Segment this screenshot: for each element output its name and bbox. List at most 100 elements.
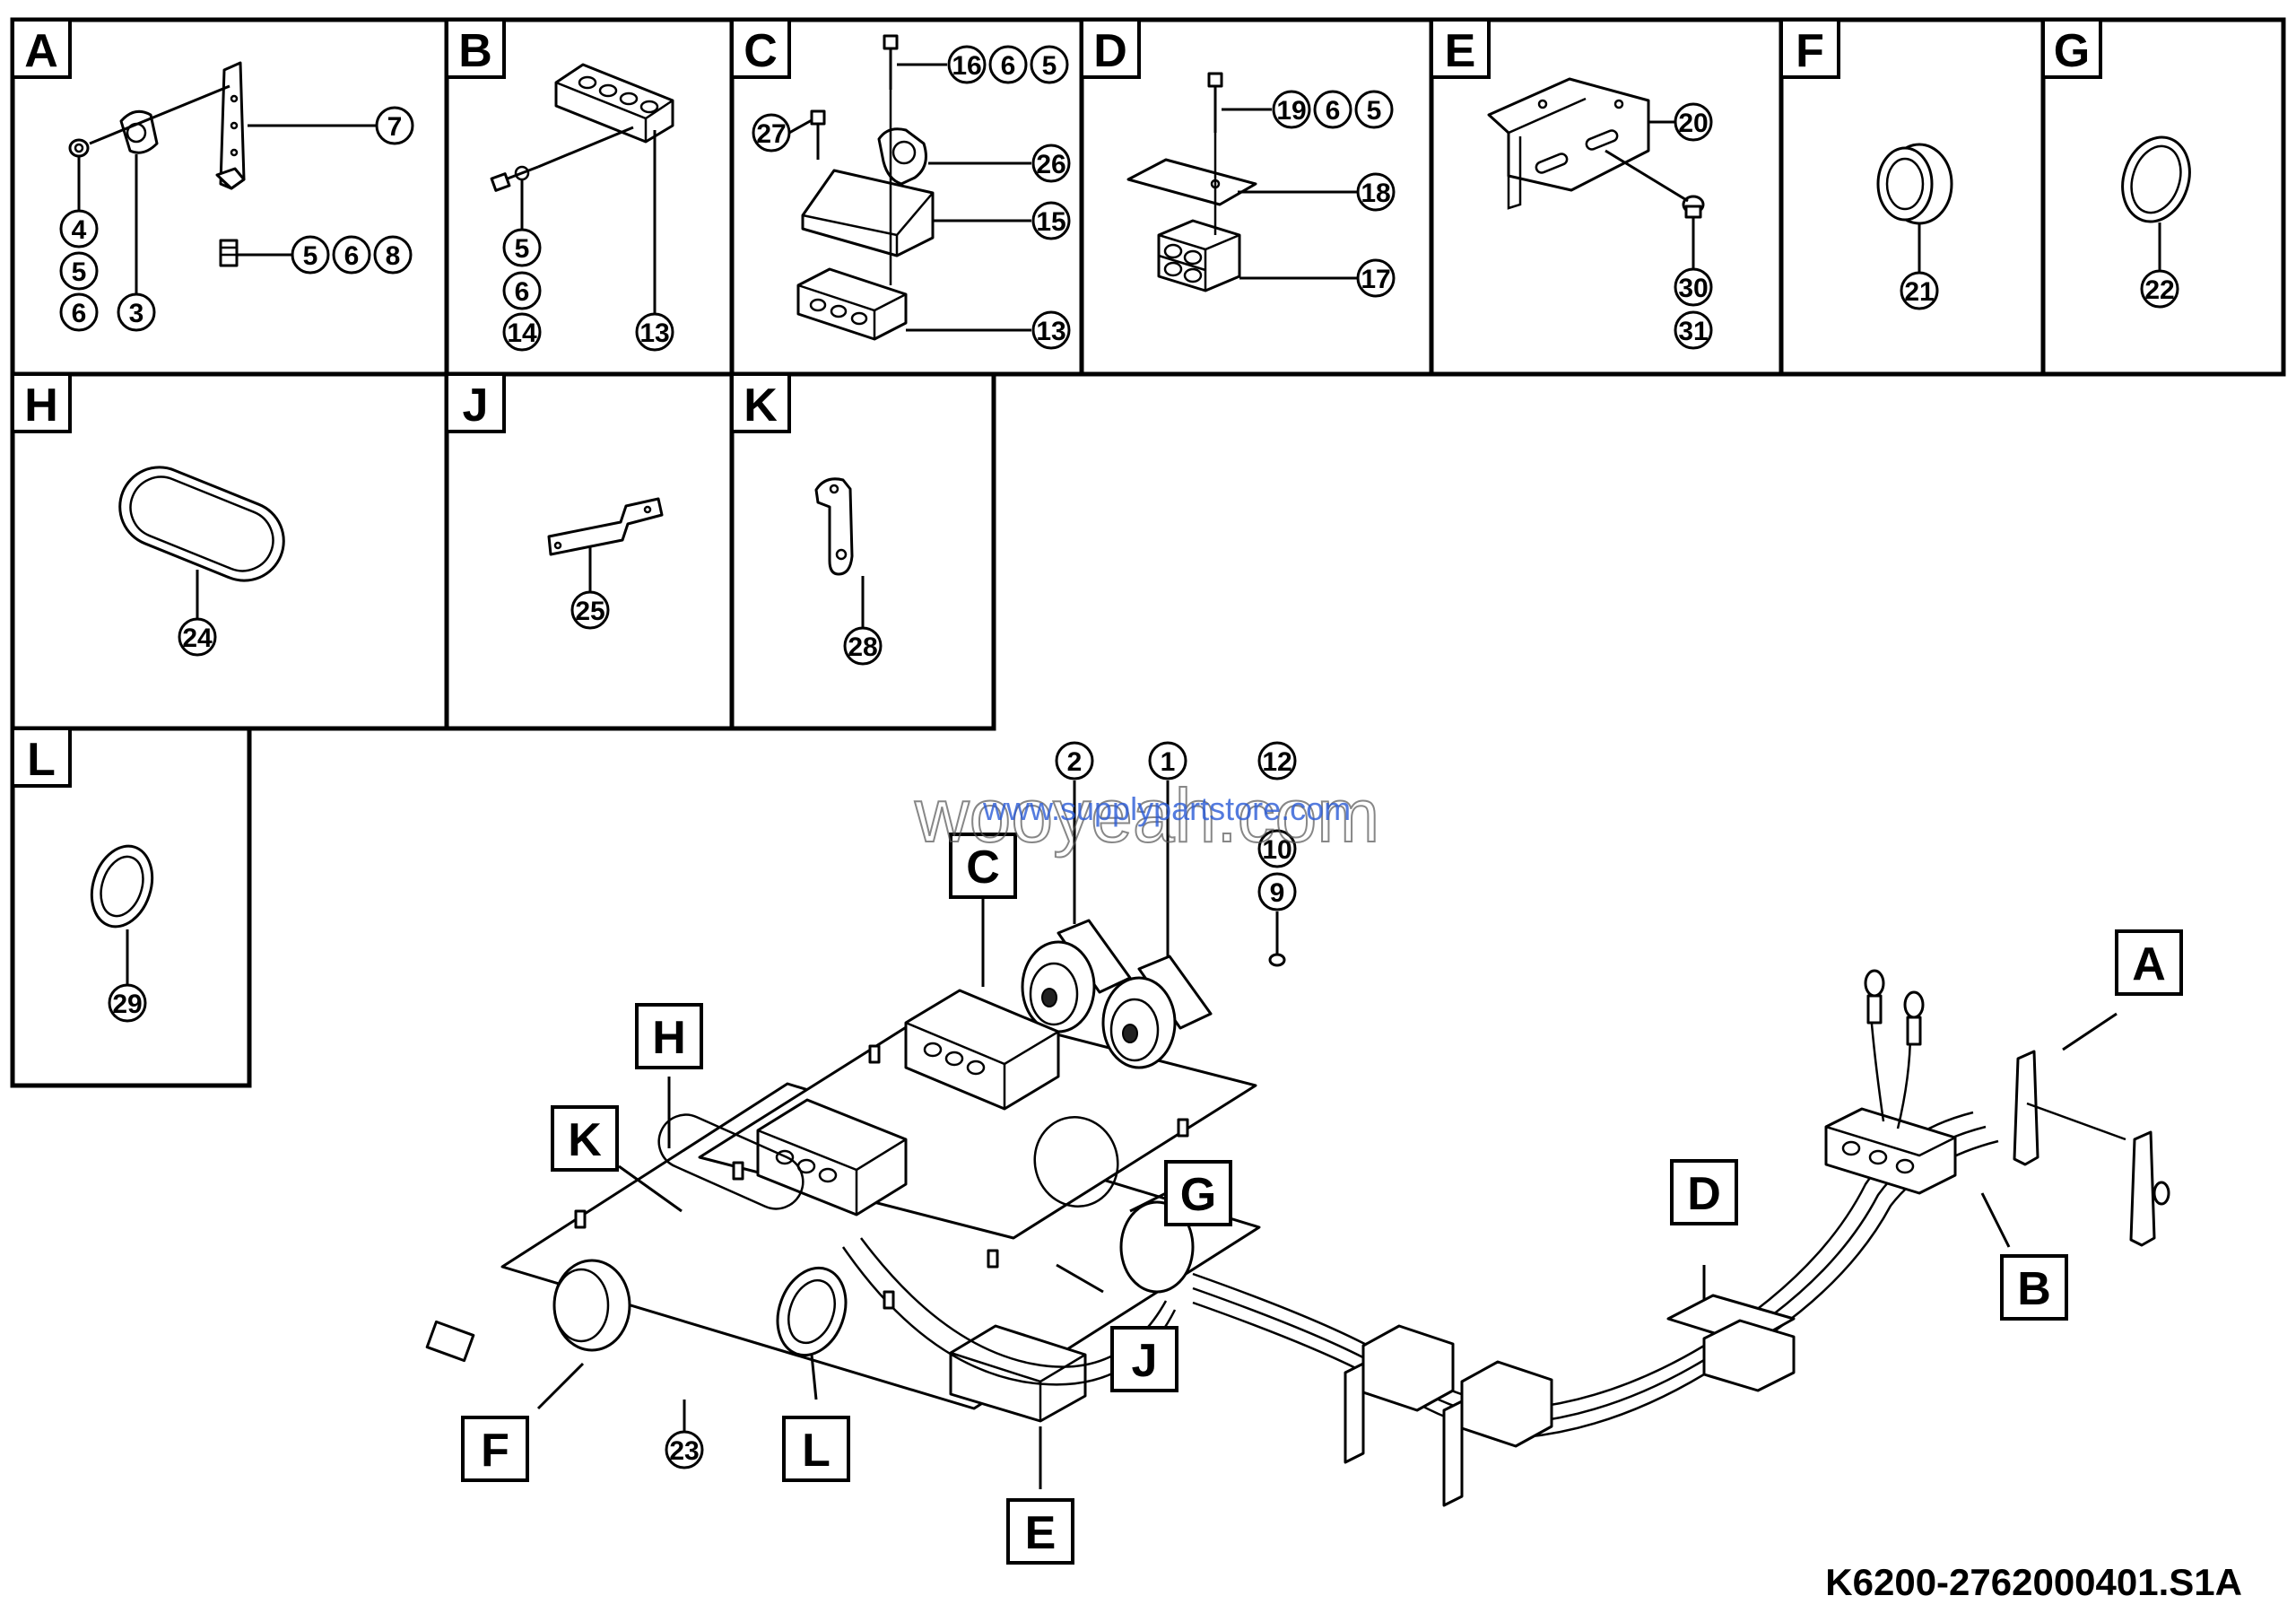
- panel-letter-text: B: [458, 25, 492, 77]
- panel-l-parts: [90, 844, 154, 985]
- svg-text:17: 17: [1361, 265, 1390, 294]
- main-label-a: A: [2115, 929, 2183, 996]
- panel-letter-g: G: [2041, 18, 2102, 79]
- callout-15: 15: [1031, 201, 1071, 240]
- svg-text:18: 18: [1361, 179, 1390, 208]
- callout-6: 6: [502, 271, 542, 310]
- main-label-d: D: [1670, 1159, 1738, 1225]
- svg-text:F: F: [481, 1425, 509, 1477]
- main-label-l: L: [782, 1416, 850, 1482]
- svg-text:C: C: [966, 842, 1000, 894]
- panel-letter-d: D: [1080, 18, 1141, 79]
- panel-f-parts: [1876, 143, 1953, 273]
- panel-letter-text: E: [1445, 25, 1476, 77]
- callout-16: 16: [947, 45, 987, 84]
- callout-6: 6: [1313, 90, 1352, 129]
- relay-2: [1021, 919, 1132, 1033]
- svg-text:23: 23: [669, 1436, 699, 1466]
- panel-letter-c: C: [730, 18, 791, 79]
- callout-22: 22: [2140, 269, 2179, 309]
- callout-5: 5: [1030, 45, 1069, 84]
- callout-6: 6: [988, 45, 1028, 84]
- svg-text:19: 19: [1276, 96, 1306, 126]
- panel-letter-text: G: [2054, 25, 2090, 77]
- callout-1: 1: [1148, 741, 1187, 780]
- callout-31: 31: [1674, 310, 1713, 350]
- callout-20: 20: [1674, 102, 1713, 142]
- watermark-primary: wooyeah.com: [914, 773, 1379, 858]
- callout-3: 3: [117, 292, 156, 332]
- main-label-g: G: [1164, 1160, 1232, 1226]
- svg-text:6: 6: [1001, 51, 1016, 81]
- callout-13: 13: [635, 312, 674, 352]
- panel-e-parts: [1487, 77, 1705, 269]
- main-label-e: E: [1006, 1498, 1074, 1565]
- panel-g-parts: [2121, 135, 2191, 271]
- callout-25: 25: [570, 590, 610, 630]
- panel-letter-text: L: [27, 734, 56, 786]
- svg-text:4: 4: [72, 215, 87, 245]
- callout-5: 5: [1354, 90, 1394, 129]
- panel-a-parts: [68, 61, 377, 296]
- drawing-code: K6200-2762000401.S1A: [1825, 1561, 2242, 1603]
- main-assembly: [425, 919, 2170, 1507]
- svg-text:1: 1: [1161, 747, 1176, 777]
- callout-2: 2: [1055, 741, 1094, 780]
- svg-text:15: 15: [1036, 207, 1065, 237]
- callout-13: 13: [1031, 310, 1071, 350]
- svg-text:9: 9: [1270, 878, 1285, 908]
- panel-letter-text: J: [463, 379, 489, 432]
- callout-27: 27: [752, 113, 791, 153]
- callout-28: 28: [843, 626, 883, 666]
- svg-text:20: 20: [1678, 109, 1708, 138]
- panel-letter-text: D: [1093, 25, 1127, 77]
- panel-letter-f: F: [1779, 18, 1840, 79]
- watermark-secondary: www.supplypartstore.com: [982, 790, 1351, 827]
- svg-text:K: K: [568, 1114, 602, 1166]
- callout-12: 12: [1257, 741, 1297, 780]
- callout-6: 6: [59, 292, 99, 332]
- svg-text:5: 5: [72, 257, 87, 287]
- svg-text:5: 5: [515, 234, 530, 264]
- svg-text:5: 5: [1367, 96, 1382, 126]
- svg-text:2: 2: [1067, 747, 1083, 777]
- callout-18: 18: [1356, 172, 1396, 212]
- panel-d-parts: [1126, 72, 1358, 292]
- svg-text:16: 16: [952, 51, 981, 81]
- svg-text:J: J: [1132, 1335, 1158, 1387]
- main-label-c: C: [949, 833, 1017, 899]
- svg-text:29: 29: [112, 990, 142, 1019]
- callout-8: 8: [373, 235, 413, 275]
- callout-26: 26: [1031, 144, 1071, 183]
- panel-letter-a: A: [11, 18, 72, 79]
- panel-letter-j: J: [445, 372, 506, 433]
- svg-text:10: 10: [1262, 835, 1292, 865]
- svg-text:3: 3: [129, 299, 144, 328]
- panel-letter-text: A: [24, 25, 58, 77]
- callout-5: 5: [291, 235, 330, 275]
- svg-text:13: 13: [639, 318, 669, 348]
- svg-text:7: 7: [387, 112, 403, 142]
- callout-6: 6: [332, 235, 371, 275]
- svg-text:31: 31: [1678, 317, 1708, 346]
- svg-text:22: 22: [2144, 275, 2174, 305]
- panel-letter-text: H: [24, 379, 58, 432]
- callout-4: 4: [59, 209, 99, 249]
- svg-text:21: 21: [1904, 277, 1934, 307]
- panel-letter-b: B: [445, 18, 506, 79]
- panel-letter-e: E: [1430, 18, 1491, 79]
- panel-j-parts: [547, 497, 664, 592]
- panel-letter-text: C: [744, 25, 778, 77]
- main-label-j: J: [1110, 1326, 1178, 1392]
- main-label-h: H: [635, 1003, 703, 1069]
- svg-text:13: 13: [1036, 317, 1065, 346]
- callout-7: 7: [375, 106, 414, 145]
- svg-text:24: 24: [182, 624, 213, 653]
- panel-h-parts: [118, 466, 285, 619]
- svg-text:6: 6: [72, 299, 87, 328]
- callout-21: 21: [1900, 271, 1939, 310]
- svg-text:6: 6: [1326, 96, 1341, 126]
- callout-19: 19: [1272, 90, 1311, 129]
- svg-text:28: 28: [848, 632, 877, 662]
